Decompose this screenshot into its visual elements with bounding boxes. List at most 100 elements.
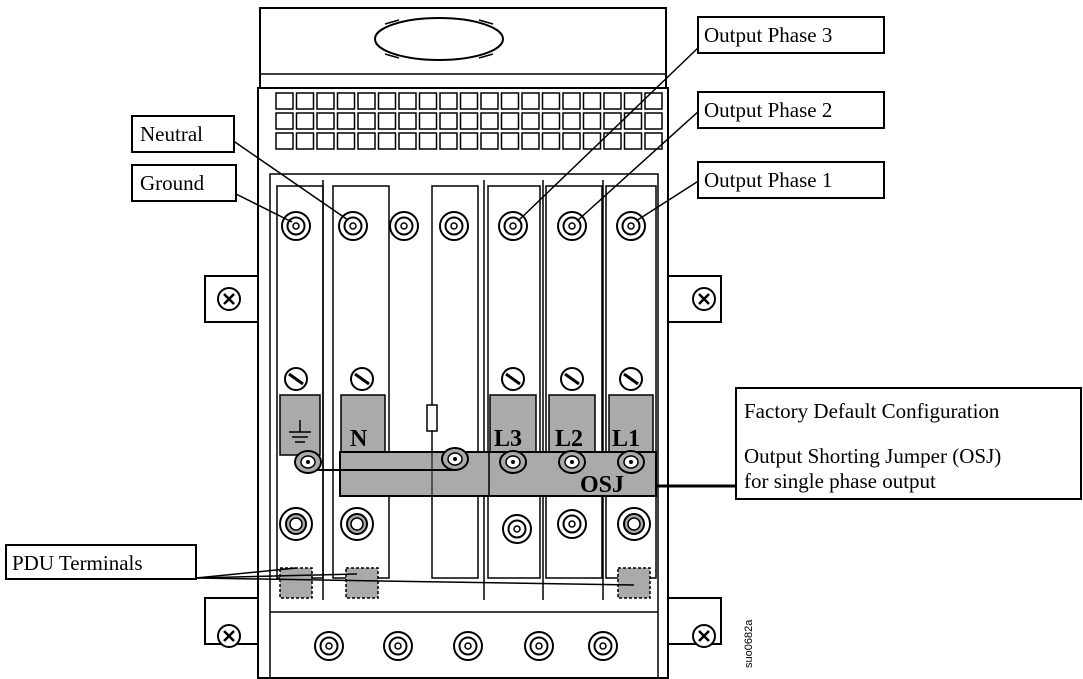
housing [204,87,722,679]
jumper-label: OSJ [580,472,624,498]
vent-slot [398,112,417,130]
vent-slot [603,132,622,150]
mounting-screw-icon [691,623,717,649]
vent-slot [377,112,397,130]
mounting-screw-icon [216,623,242,649]
busbars [279,394,654,456]
output-phase-2-label: Output Phase 2 [704,98,832,122]
callout-output-phase-1: Output Phase 1 [697,161,885,199]
mounting-screw-icon [691,286,717,312]
vent-slot [480,112,499,130]
vent-slot [480,132,499,150]
l2-terminal-label: L2 [555,426,583,452]
figure-code: suo0682a [743,619,755,668]
vent-slot [644,112,663,130]
vent-slot [418,92,438,110]
callout-leader-lines [195,45,738,586]
phase-1-bolt-icon [616,211,646,241]
vent-slot [623,112,643,130]
vent-slot [459,132,479,150]
pdu-lug-icon [340,507,374,541]
jumper-nut-icon [617,450,645,474]
jumper-nut-icon [441,447,469,471]
jumper-nut-icon [499,450,527,474]
bolt-icon [557,509,587,539]
screw-icon [618,366,644,392]
mounting-screw-icon [216,286,242,312]
neutral-label: Neutral [140,122,203,146]
bolt-icon [502,514,532,544]
vent-slot [459,92,479,110]
vent-slot [541,92,561,110]
screw-icon [500,366,526,392]
clamp-screws [283,366,644,392]
vent-slot [377,92,397,110]
vent-slot [623,132,643,150]
vent-slot [398,132,417,150]
vent-slot [336,132,356,150]
vent-slot [439,112,458,130]
vent-slot [562,92,581,110]
vent-slot [582,92,602,110]
vent-slot [418,132,438,150]
pdu-lug-icon [617,507,651,541]
pdu-terminals [279,507,651,599]
vent-slot [644,92,663,110]
vent-slot [521,112,540,130]
vent-slot [623,92,643,110]
vent-slot [644,132,663,150]
neutral-bolt-icon [389,211,419,241]
callout-factory-default: Factory Default Configuration Output Sho… [735,387,1082,500]
neutral-terminal-label: N [350,426,368,452]
vent-slot [541,112,561,130]
callout-neutral: Neutral [131,115,235,153]
vent-slot [418,112,438,130]
vent-slot [439,132,458,150]
vent-slot [541,132,561,150]
jumper-nut-icon [558,450,586,474]
osj-label-line2: for single phase output [744,469,936,493]
vent-slot [398,92,417,110]
fuse-icon [426,390,438,515]
ground-bolt-icon [281,211,311,241]
l3-busbar [489,394,537,456]
pdu-lug-icon [279,507,313,541]
vent-slot [582,132,602,150]
output-phase-3-label: Output Phase 3 [704,23,832,47]
callout-ground: Ground [131,164,237,202]
l1-terminal-label: L1 [612,426,640,452]
vent-slot [603,92,622,110]
vent-slot [275,112,294,130]
factory-default-label: Factory Default Configuration [744,399,1000,423]
channel-dividers [276,180,657,600]
bottom-bolt-strip [270,611,658,661]
vent-slot [275,92,294,110]
vent-slot [377,132,397,150]
top-cover [259,7,667,89]
bolt-icon [588,631,618,661]
output-shorting-jumper [294,447,657,497]
vent-slot [500,92,520,110]
vent-slot [439,92,458,110]
vent-slot [521,132,540,150]
vent-slot [521,92,540,110]
vent-slot [316,132,335,150]
vent-slot [500,112,520,130]
vent-slot [295,132,315,150]
jumper-nut-icon [294,450,322,474]
vent-slot [500,132,520,150]
vent-slot [459,112,479,130]
callout-output-phase-2: Output Phase 2 [697,91,885,129]
screw-icon [349,366,375,392]
vent-slot [295,112,315,130]
neutral-bolt-icon [439,211,469,241]
l2-busbar [548,394,596,456]
vent-slot [357,132,376,150]
bolt-icon [383,631,413,661]
callout-pdu-terminals: PDU Terminals [5,544,197,580]
vent-slot [582,112,602,130]
screw-icon [559,366,585,392]
ground-label: Ground [140,171,205,195]
l1-busbar [608,394,654,456]
vent-slot [357,112,376,130]
